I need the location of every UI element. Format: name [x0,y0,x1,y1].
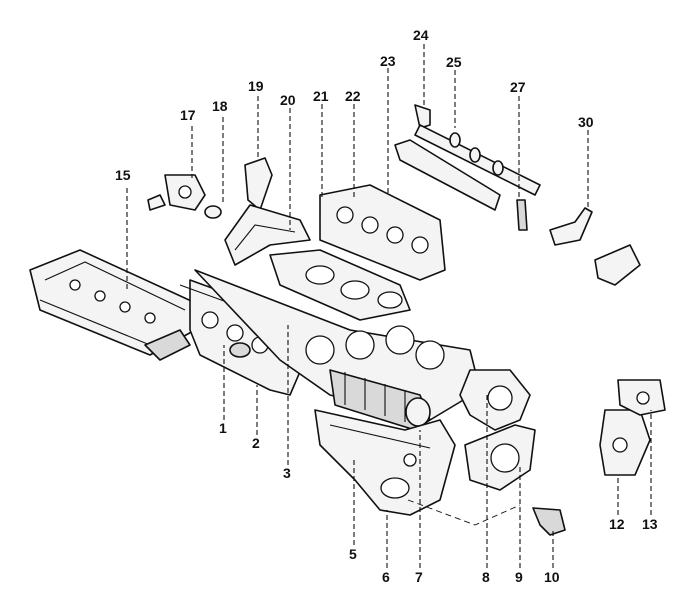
part-engine-mount [599,379,666,476]
callout-9: 9 [515,569,523,585]
part-cylinder-head-cover [29,249,201,361]
part-cylinder-head [194,269,481,421]
callout-2: 2 [252,435,260,451]
part-intake-manifold [269,184,446,321]
part-timing-housing [459,369,536,491]
callout-27: 27 [510,79,526,95]
part-fuel-rail [394,104,541,231]
callout-7: 7 [415,569,423,585]
callout-12: 12 [609,516,625,532]
part-coolant-pipe [147,157,311,266]
part-oil-pan [314,409,456,516]
callout-30: 30 [578,114,594,130]
callout-8: 8 [482,569,490,585]
callout-5: 5 [349,546,357,562]
callout-17: 17 [180,107,196,123]
callout-25: 25 [446,54,462,70]
callout-23: 23 [380,53,396,69]
callout-13: 13 [642,516,658,532]
callout-18: 18 [212,98,228,114]
callout-24: 24 [413,27,429,43]
callout-21: 21 [313,88,329,104]
callout-6: 6 [382,569,390,585]
callout-3: 3 [283,465,291,481]
part-small-bracket [532,507,566,536]
leader-lines [126,44,652,568]
callout-15: 15 [115,167,131,183]
callout-22: 22 [345,88,361,104]
callout-19: 19 [248,78,264,94]
assembly-guide [407,499,521,526]
callout-10: 10 [544,569,560,585]
part-bracket-30 [549,207,641,286]
callout-1: 1 [219,420,227,436]
callout-20: 20 [280,92,296,108]
